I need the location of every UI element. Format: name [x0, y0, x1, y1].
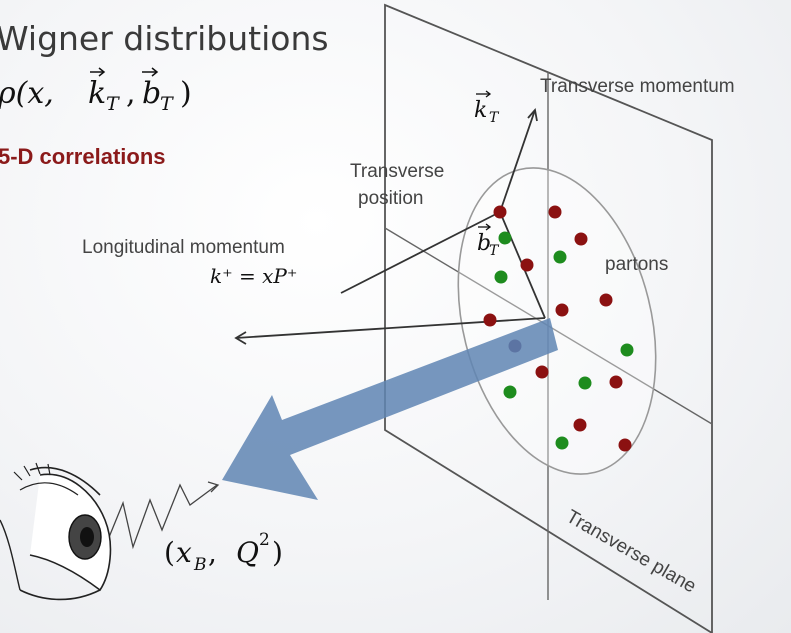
transverse-position-label-line2: position — [358, 188, 424, 209]
transverse-momentum-label: Transverse momentum — [540, 76, 735, 97]
kT-vector-label: k T — [474, 90, 500, 126]
bT-vector-sub: T — [489, 243, 500, 259]
rho-formula: ρ(x, k T , b T ) — [0, 67, 192, 115]
probe-x: x — [176, 536, 192, 569]
parton-red — [573, 418, 587, 432]
parton-green — [553, 250, 567, 264]
parton-red — [548, 205, 562, 219]
transverse-plane — [384, 3, 713, 633]
photon-wavy-line — [104, 483, 218, 550]
parton-red — [618, 438, 632, 452]
transverse-position-label-line1: Transverse — [350, 161, 444, 182]
parton-red — [493, 205, 507, 219]
partons-label: partons — [605, 254, 668, 275]
parton-red — [599, 293, 613, 307]
subtitle: 5-D correlations — [0, 144, 166, 169]
parton-green — [494, 270, 508, 284]
kT-vector-base: k — [474, 98, 487, 123]
probe-close-paren: ) — [272, 536, 283, 569]
bT-vector-base: b — [477, 231, 491, 256]
kT-subscript: T — [106, 93, 120, 115]
title: Wigner distributions — [0, 19, 329, 58]
probe-variables: ( x B , Q 2 ) — [164, 530, 283, 575]
probe-sep: , — [208, 536, 217, 569]
parton-red — [609, 375, 623, 389]
kT-symbol: k — [88, 76, 106, 111]
parton-red — [555, 303, 569, 317]
kT-arrow — [499, 109, 536, 213]
probe-Q: Q — [236, 536, 259, 569]
probe-open-paren: ( — [164, 536, 175, 569]
probe-x-sub: B — [193, 555, 207, 575]
probe-Q-sup: 2 — [259, 530, 270, 550]
parton-green — [555, 436, 569, 450]
longitudinal-arrow-right-segment — [340, 211, 501, 294]
parton-red — [574, 232, 588, 246]
probe-arrow — [222, 318, 558, 500]
parton-red — [483, 313, 497, 327]
parton-green — [620, 343, 634, 357]
bT-symbol: b — [142, 76, 161, 111]
comma: , — [126, 76, 136, 111]
rho-part: ρ(x, — [0, 76, 54, 111]
parton-green — [578, 376, 592, 390]
longitudinal-formula: k⁺ = xP⁺ — [210, 264, 297, 288]
close-paren: ) — [180, 76, 192, 111]
parton-green — [498, 231, 512, 245]
eye-icon — [0, 462, 112, 601]
bT-vector-label: b T — [477, 223, 500, 259]
bT-subscript: T — [160, 93, 174, 115]
kT-vector-sub: T — [489, 110, 500, 126]
parton-green — [503, 385, 517, 399]
parton-red — [535, 365, 549, 379]
parton-red — [520, 258, 534, 272]
longitudinal-momentum-label: Longitudinal momentum — [82, 237, 285, 258]
